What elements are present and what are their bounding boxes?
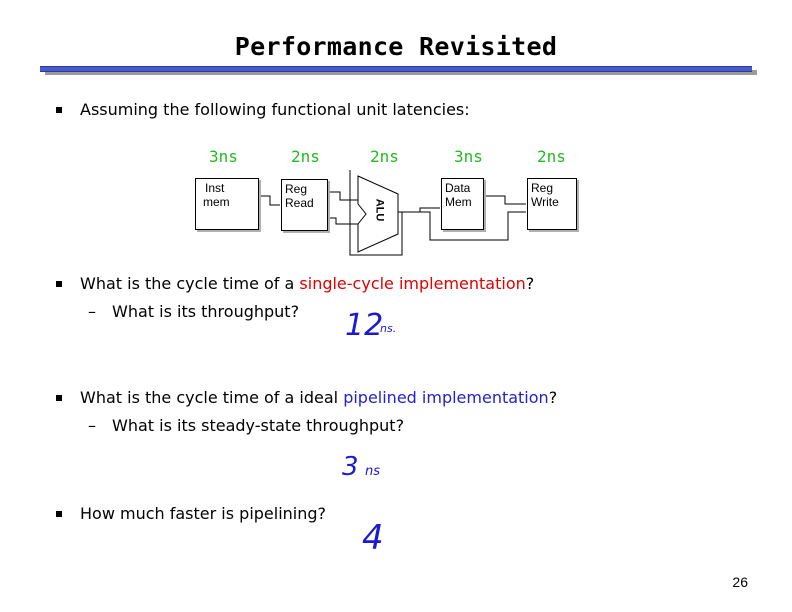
page-number: 26 bbox=[732, 574, 748, 590]
alu-shape bbox=[357, 175, 399, 253]
reg-write-box: Reg Write bbox=[527, 178, 577, 230]
reg-write-label-2: Write bbox=[531, 195, 559, 209]
bullet-text: What is the cycle time of a bbox=[80, 274, 300, 293]
sub-bullet-throughput: What is its throughput? bbox=[112, 302, 300, 321]
bullet-text: What is the cycle time of a ideal bbox=[80, 388, 344, 407]
handwritten-answer-4: 4 bbox=[362, 518, 384, 558]
handwritten-answer-12: 12 bbox=[345, 308, 384, 343]
latency-alu: 2ns bbox=[370, 147, 399, 166]
data-mem-label-1: Data bbox=[445, 181, 471, 195]
bullet-marker bbox=[56, 107, 62, 113]
handwritten-unit-ns: ns bbox=[365, 464, 381, 479]
slide-title: Performance Revisited bbox=[234, 32, 558, 61]
reg-read-label-2: Read bbox=[285, 196, 314, 210]
inst-mem-label-1: Inst bbox=[205, 181, 225, 195]
title-rule bbox=[40, 66, 752, 72]
bullet-pipelined: What is the cycle time of a ideal pipeli… bbox=[80, 388, 557, 407]
inst-mem-box: Inst mem bbox=[195, 178, 259, 230]
handwritten-unit-ns: ns. bbox=[380, 322, 397, 335]
sub-bullet-steady-state: What is its steady-state throughput? bbox=[112, 416, 405, 435]
alu-label: ALU bbox=[373, 198, 386, 222]
reg-read-label-1: Reg bbox=[285, 182, 308, 196]
sub-dash: – bbox=[88, 302, 96, 321]
handwritten-answer-3: 3 bbox=[342, 452, 359, 482]
highlight-single-cycle: single-cycle implementation bbox=[299, 274, 526, 293]
sub-dash: – bbox=[88, 416, 96, 435]
data-mem-label-2: Mem bbox=[445, 195, 472, 209]
inst-mem-label-2: mem bbox=[203, 195, 230, 209]
bullet-speedup: How much faster is pipelining? bbox=[80, 504, 327, 523]
latency-reg-read: 2ns bbox=[291, 147, 320, 166]
bullet-single-cycle: What is the cycle time of a single-cycle… bbox=[80, 274, 534, 293]
latency-data-mem: 3ns bbox=[454, 147, 483, 166]
data-mem-box: Data Mem bbox=[441, 178, 484, 230]
title-rule-shadow bbox=[45, 70, 757, 75]
bullet-marker bbox=[56, 511, 62, 517]
bullet-text: ? bbox=[548, 388, 558, 407]
latency-reg-write: 2ns bbox=[537, 147, 566, 166]
bullet-latencies: Assuming the following functional unit l… bbox=[80, 100, 470, 119]
highlight-pipelined: pipelined implementation bbox=[343, 388, 549, 407]
bullet-text: ? bbox=[525, 274, 535, 293]
bullet-marker bbox=[56, 281, 62, 287]
bullet-marker bbox=[56, 395, 62, 401]
latency-inst-mem: 3ns bbox=[209, 147, 238, 166]
reg-write-label-1: Reg bbox=[531, 181, 554, 195]
reg-read-box: Reg Read bbox=[281, 179, 328, 231]
